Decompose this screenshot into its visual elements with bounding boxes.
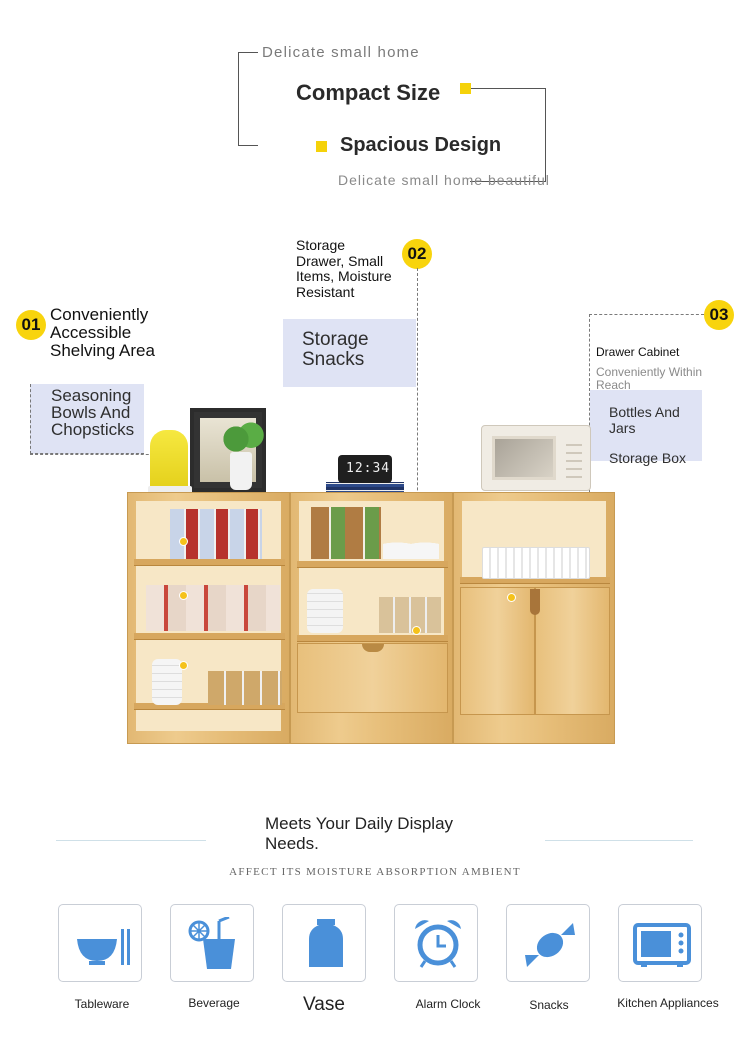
jars-bottom xyxy=(208,671,282,705)
use-tile-beverage xyxy=(170,904,254,982)
vase-icon xyxy=(309,919,343,967)
hotspot-dot xyxy=(507,593,516,602)
books xyxy=(326,482,404,494)
drink-cup-icon xyxy=(188,917,235,969)
callout-03-leader-h xyxy=(589,314,704,315)
use-tile-tableware xyxy=(58,904,142,982)
storage-basket xyxy=(482,547,590,579)
storage-drawer xyxy=(297,643,448,713)
header-bracket-right xyxy=(470,88,546,182)
kettle xyxy=(150,430,188,492)
cabinet-door-right xyxy=(535,587,610,715)
drawer-handle xyxy=(362,644,384,652)
hotspot-dot xyxy=(179,537,188,546)
cabinet-middle xyxy=(290,492,453,744)
bowl-chopsticks-icon xyxy=(77,929,130,965)
callout-badge-02: 02 xyxy=(402,239,432,269)
section-title: Meets Your Daily Display Needs. xyxy=(265,814,454,853)
callout-03-leader-v xyxy=(589,314,590,460)
bowls-stack xyxy=(152,659,182,705)
header-tagline-bottom: Delicate small home beautiful xyxy=(338,172,550,188)
alarm-clock-icon xyxy=(415,920,461,968)
use-tile-kitchen-appliances xyxy=(618,904,702,982)
callout-02-title: Storage Drawer, Small Items, Moisture Re… xyxy=(296,237,392,300)
snack-boxes xyxy=(146,585,280,631)
hotspot-dot xyxy=(179,591,188,600)
callout-badge-03: 03 xyxy=(704,300,734,330)
section-rule-right xyxy=(545,840,693,841)
callout-03-panel-line1: Bottles And Jars xyxy=(609,404,680,436)
microwave-icon xyxy=(633,923,691,967)
snack-canisters xyxy=(311,507,381,559)
use-label-vase: Vase xyxy=(303,994,345,1015)
candy-icon xyxy=(525,923,575,967)
callout-01-panel: Seasoning Bowls And Chopsticks xyxy=(30,384,144,454)
use-label-tableware: Tableware xyxy=(74,997,130,1011)
callout-03-subtitle: Conveniently Within Reach xyxy=(596,365,703,392)
section-rule-left xyxy=(56,840,206,841)
use-label-kitchen-appliances: Kitchen Appliances xyxy=(617,996,719,1010)
bowl-stack-middle xyxy=(307,589,343,633)
kettle-base xyxy=(148,486,192,494)
header-title-compact: Compact Size xyxy=(296,80,441,105)
use-label-beverage: Beverage xyxy=(188,996,240,1010)
microwave xyxy=(481,425,591,491)
callout-02-panel: Storage Snacks xyxy=(283,319,416,387)
plant-leaves xyxy=(216,420,266,458)
callout-01-leader-h xyxy=(30,454,184,455)
callout-03-title: Drawer Cabinet xyxy=(596,345,680,359)
yellow-square-marker xyxy=(460,83,471,94)
section-subtitle: AFFECT ITS MOISTURE ABSORPTION AMBIENT xyxy=(229,866,521,878)
header-bracket-left xyxy=(238,52,258,146)
spice-jars xyxy=(170,509,262,559)
use-tile-snacks xyxy=(506,904,590,982)
callout-01-title: Conveniently Accessible Shelving Area xyxy=(50,305,155,360)
yellow-square-marker xyxy=(316,141,327,152)
use-label-snacks: Snacks xyxy=(529,998,569,1012)
header-title-spacious: Spacious Design xyxy=(340,134,502,156)
alarm-clock-readout: 12:34 xyxy=(346,461,391,476)
callout-badge-01: 01 xyxy=(16,310,46,340)
callout-03-panel: Bottles And Jars Storage Box xyxy=(590,390,702,466)
glass-jars xyxy=(379,597,441,633)
door-handle xyxy=(530,589,540,615)
hotspot-dot xyxy=(179,661,188,670)
callout-02-leader-v xyxy=(417,268,418,630)
hotspot-dot xyxy=(412,626,421,635)
cabinet-right xyxy=(453,492,615,744)
use-tile-alarm-clock xyxy=(394,904,478,982)
header-tagline-top: Delicate small home xyxy=(262,44,420,61)
callout-01-panel-text: Seasoning Bowls And Chopsticks xyxy=(51,386,135,439)
callout-02-panel-text: Storage Snacks xyxy=(302,329,369,370)
cabinet-left xyxy=(127,492,290,744)
use-tile-vase xyxy=(282,904,366,982)
cabinet-door-left xyxy=(460,587,535,715)
use-label-alarm-clock: Alarm Clock xyxy=(415,997,481,1011)
alarm-clock-device: 12:34 xyxy=(338,455,392,483)
plant-pot xyxy=(230,452,252,490)
callout-03-panel-line2: Storage Box xyxy=(609,450,687,466)
bowls-pair xyxy=(383,537,439,559)
